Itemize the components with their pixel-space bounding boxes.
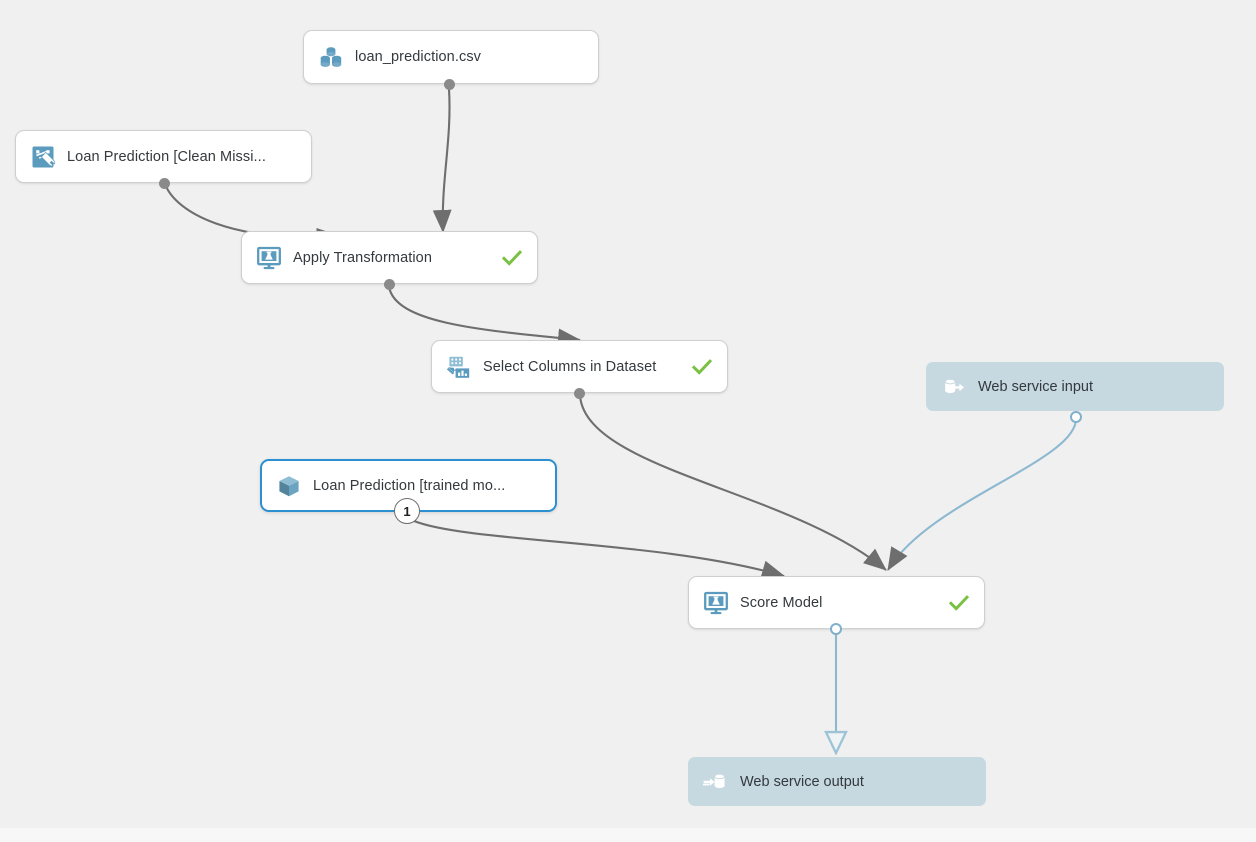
flask-monitor-icon bbox=[704, 591, 728, 614]
node-label: Loan Prediction [Clean Missi... bbox=[67, 148, 266, 165]
port-output-dataset[interactable] bbox=[444, 79, 455, 90]
check-icon bbox=[691, 358, 713, 375]
port-output-web-service-input[interactable] bbox=[1070, 411, 1082, 423]
node-label: Loan Prediction [trained mo... bbox=[313, 477, 506, 494]
node-label: loan_prediction.csv bbox=[355, 49, 482, 65]
canvas-bottom-strip bbox=[0, 828, 1256, 842]
grid-to-chart-icon bbox=[446, 356, 470, 378]
node-label: Web service input bbox=[978, 378, 1093, 395]
port-output-score-model[interactable] bbox=[830, 623, 842, 635]
node-score-model[interactable]: Score Model bbox=[688, 576, 985, 629]
edge-trained-model-to-score-model bbox=[413, 520, 786, 579]
cylinder-arrow-out-icon bbox=[944, 378, 964, 393]
edge-web-service-input-to-score-model bbox=[887, 416, 1078, 571]
transform-wrench-icon bbox=[32, 146, 56, 167]
node-label: Score Model bbox=[740, 594, 823, 611]
node-select-columns[interactable]: Select Columns in Dataset bbox=[431, 340, 728, 393]
edge-select-columns-to-score-model bbox=[578, 395, 887, 571]
node-web-service-input[interactable]: Web service input bbox=[926, 362, 1224, 411]
edge-apply-transformation-to-select-columns bbox=[387, 286, 582, 348]
check-icon bbox=[501, 249, 523, 266]
node-web-service-output[interactable]: Web service output bbox=[688, 757, 986, 806]
port-output-select-columns[interactable] bbox=[574, 388, 585, 399]
arrow-in-cylinder-icon bbox=[703, 773, 726, 788]
cube-icon bbox=[279, 475, 299, 496]
node-badge-trained-model[interactable]: 1 bbox=[394, 498, 420, 524]
node-label: Select Columns in Dataset bbox=[483, 358, 657, 375]
node-apply-transformation[interactable]: Apply Transformation bbox=[241, 231, 538, 284]
edge-clean-missing-to-apply-transformation bbox=[164, 183, 341, 247]
node-clean-missing[interactable]: Loan Prediction [Clean Missi... bbox=[15, 130, 312, 183]
database-cylinders-icon bbox=[320, 47, 342, 67]
flask-monitor-icon bbox=[257, 246, 281, 269]
check-icon bbox=[948, 594, 970, 611]
node-dataset[interactable]: loan_prediction.csv bbox=[303, 30, 599, 84]
node-label: Apply Transformation bbox=[293, 249, 433, 266]
node-label: Web service output bbox=[740, 773, 864, 790]
edge-dataset-to-apply-transformation bbox=[432, 88, 452, 234]
port-output-clean-missing[interactable] bbox=[159, 178, 170, 189]
port-output-apply-transformation[interactable] bbox=[384, 279, 395, 290]
